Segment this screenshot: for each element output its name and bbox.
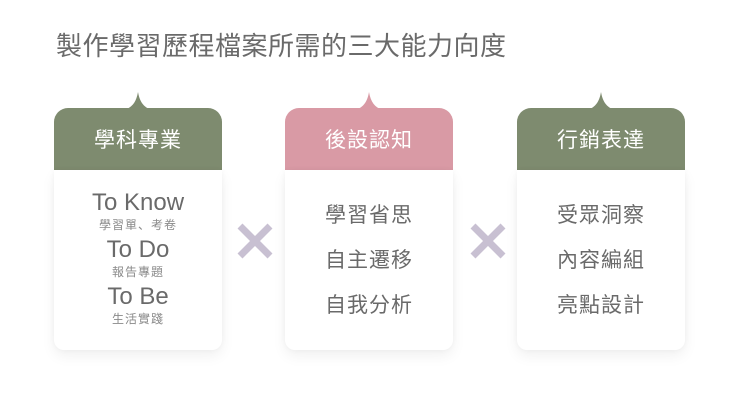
card-peak-shape	[120, 92, 156, 110]
card-body: 受眾洞察 內容編組 亮點設計	[517, 170, 685, 350]
card-peak-shape	[351, 92, 387, 110]
list-item: 亮點設計	[557, 292, 645, 317]
card-subject-expertise: 學科專業 To Know 學習單、考卷 To Do 報告專題 To Be 生活實…	[54, 92, 222, 350]
card-header: 後設認知	[285, 108, 453, 170]
item-subtitle: 生活實踐	[111, 311, 164, 326]
card-metacognition: 後設認知 學習省思 自主遷移 自我分析	[285, 92, 453, 350]
page-title: 製作學習歷程檔案所需的三大能力向度	[56, 32, 507, 62]
list-item: 自我分析	[325, 292, 413, 317]
item-title: To Do	[106, 235, 170, 263]
card-body: 學習省思 自主遷移 自我分析	[285, 170, 453, 350]
list-item: 自主遷移	[325, 247, 413, 272]
list-item: 受眾洞察	[557, 202, 645, 227]
card-body: To Know 學習單、考卷 To Do 報告專題 To Be 生活實踐	[54, 170, 222, 350]
card-marketing-expression: 行銷表達 受眾洞察 內容編組 亮點設計	[517, 92, 685, 350]
item-title: To Know	[91, 188, 185, 216]
list-item: 內容編組	[557, 247, 645, 272]
item-subtitle: 報告專題	[111, 264, 164, 279]
card-header: 學科專業	[54, 108, 222, 170]
item-subtitle: 學習單、考卷	[98, 217, 177, 232]
times-icon	[237, 223, 273, 259]
item-title: To Be	[107, 282, 169, 310]
times-icon	[470, 223, 506, 259]
card-peak-shape	[583, 92, 619, 110]
card-header: 行銷表達	[517, 108, 685, 170]
list-item: 學習省思	[325, 202, 413, 227]
